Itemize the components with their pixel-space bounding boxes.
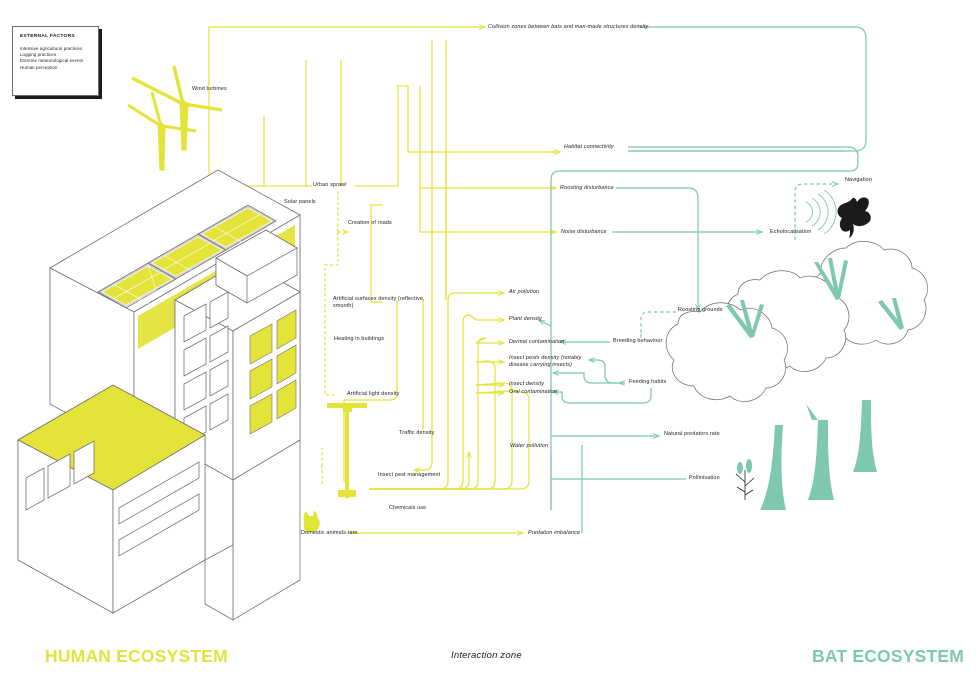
external-factor-item: Intensive agricultural practices <box>20 46 83 51</box>
tree-canopies <box>665 241 928 402</box>
external-factors-heading: EXTERNAL FACTORS <box>20 34 75 39</box>
node-pollinisation: Pollinisation <box>689 475 720 481</box>
node-habitat-connectivity: Habitat connectivity <box>564 144 614 150</box>
node-oral-contamination: Oral contamination <box>509 389 557 395</box>
tree-branches <box>726 258 904 338</box>
tree-trunks <box>760 400 877 510</box>
node-insect-pest-management: Insect pest management <box>378 472 441 478</box>
cat-icon <box>303 511 320 532</box>
node-traffic-density: Traffic density <box>399 430 435 436</box>
node-navigation: Navigation <box>845 177 872 183</box>
node-artificial-surfaces-density: Artificial surfaces density (reflective,… <box>333 296 425 310</box>
node-urban-sprawl: Urban sprawl <box>313 182 347 188</box>
node-feeding-habits: Feeding habits <box>629 379 667 385</box>
external-factor-item: Human perception <box>20 64 58 70</box>
node-chemicals-use: Chemicals use <box>389 505 427 511</box>
label-wind-turbines: Wind turbines <box>192 86 227 92</box>
node-collision-zones: Collision zones between bats and man-mad… <box>488 24 649 30</box>
external-factor-item: Extreme meteorological events <box>20 58 84 64</box>
node-noise-disturbance: Noise disturbance <box>561 229 607 235</box>
bat-icon <box>837 197 871 238</box>
node-breeding-behaviour: Breeding behaviour <box>613 338 663 344</box>
footer-human-ecosystem: HUMAN ECOSYSTEM <box>45 646 228 666</box>
node-heating-in-buildings: Heating in buildings <box>334 336 385 342</box>
external-factors-list: Intensive agricultural practices Logging… <box>20 46 92 71</box>
node-roosting-grounds: Roosting grounds <box>678 307 723 313</box>
node-insect-pests-density: Insect pests density (notably disease ca… <box>509 355 582 369</box>
node-insect-density: Insect density <box>509 381 545 387</box>
flower-icon <box>735 459 755 500</box>
external-factor-item: Logging practices <box>20 52 57 58</box>
node-water-pollution: Water pollution <box>510 443 549 449</box>
external-factors-card: EXTERNAL FACTORS Intensive agricultural … <box>12 26 99 96</box>
node-natural-predators-rate: Natural predators rate <box>664 431 720 437</box>
node-predation-imbalance: Predation imbalance <box>528 530 580 536</box>
label-solar-panels: Solar panels <box>284 199 316 205</box>
label-domestic-animals-rate: Domestic animals rate <box>301 530 358 536</box>
footer-bat-ecosystem: BAT ECOSYSTEM <box>812 646 965 666</box>
node-roosting-disturbance: Roosting disturbance <box>560 185 614 191</box>
street-lamp-icon <box>327 403 367 498</box>
node-dermal-contamination: Dermal contamination <box>509 339 565 345</box>
wind-turbine-icon <box>127 65 223 171</box>
node-echolocalisation: Echolocalisation <box>770 229 812 235</box>
footer-interaction-zone: Interaction zone <box>451 650 522 661</box>
sonar-waves-icon <box>805 189 837 235</box>
node-air-pollution: Air pollution <box>509 289 540 295</box>
node-artificial-light-density: Artificial light density <box>347 391 400 397</box>
node-plant-density: Plant density <box>509 316 542 322</box>
node-creation-of-roads: Creation of roads <box>348 220 392 226</box>
